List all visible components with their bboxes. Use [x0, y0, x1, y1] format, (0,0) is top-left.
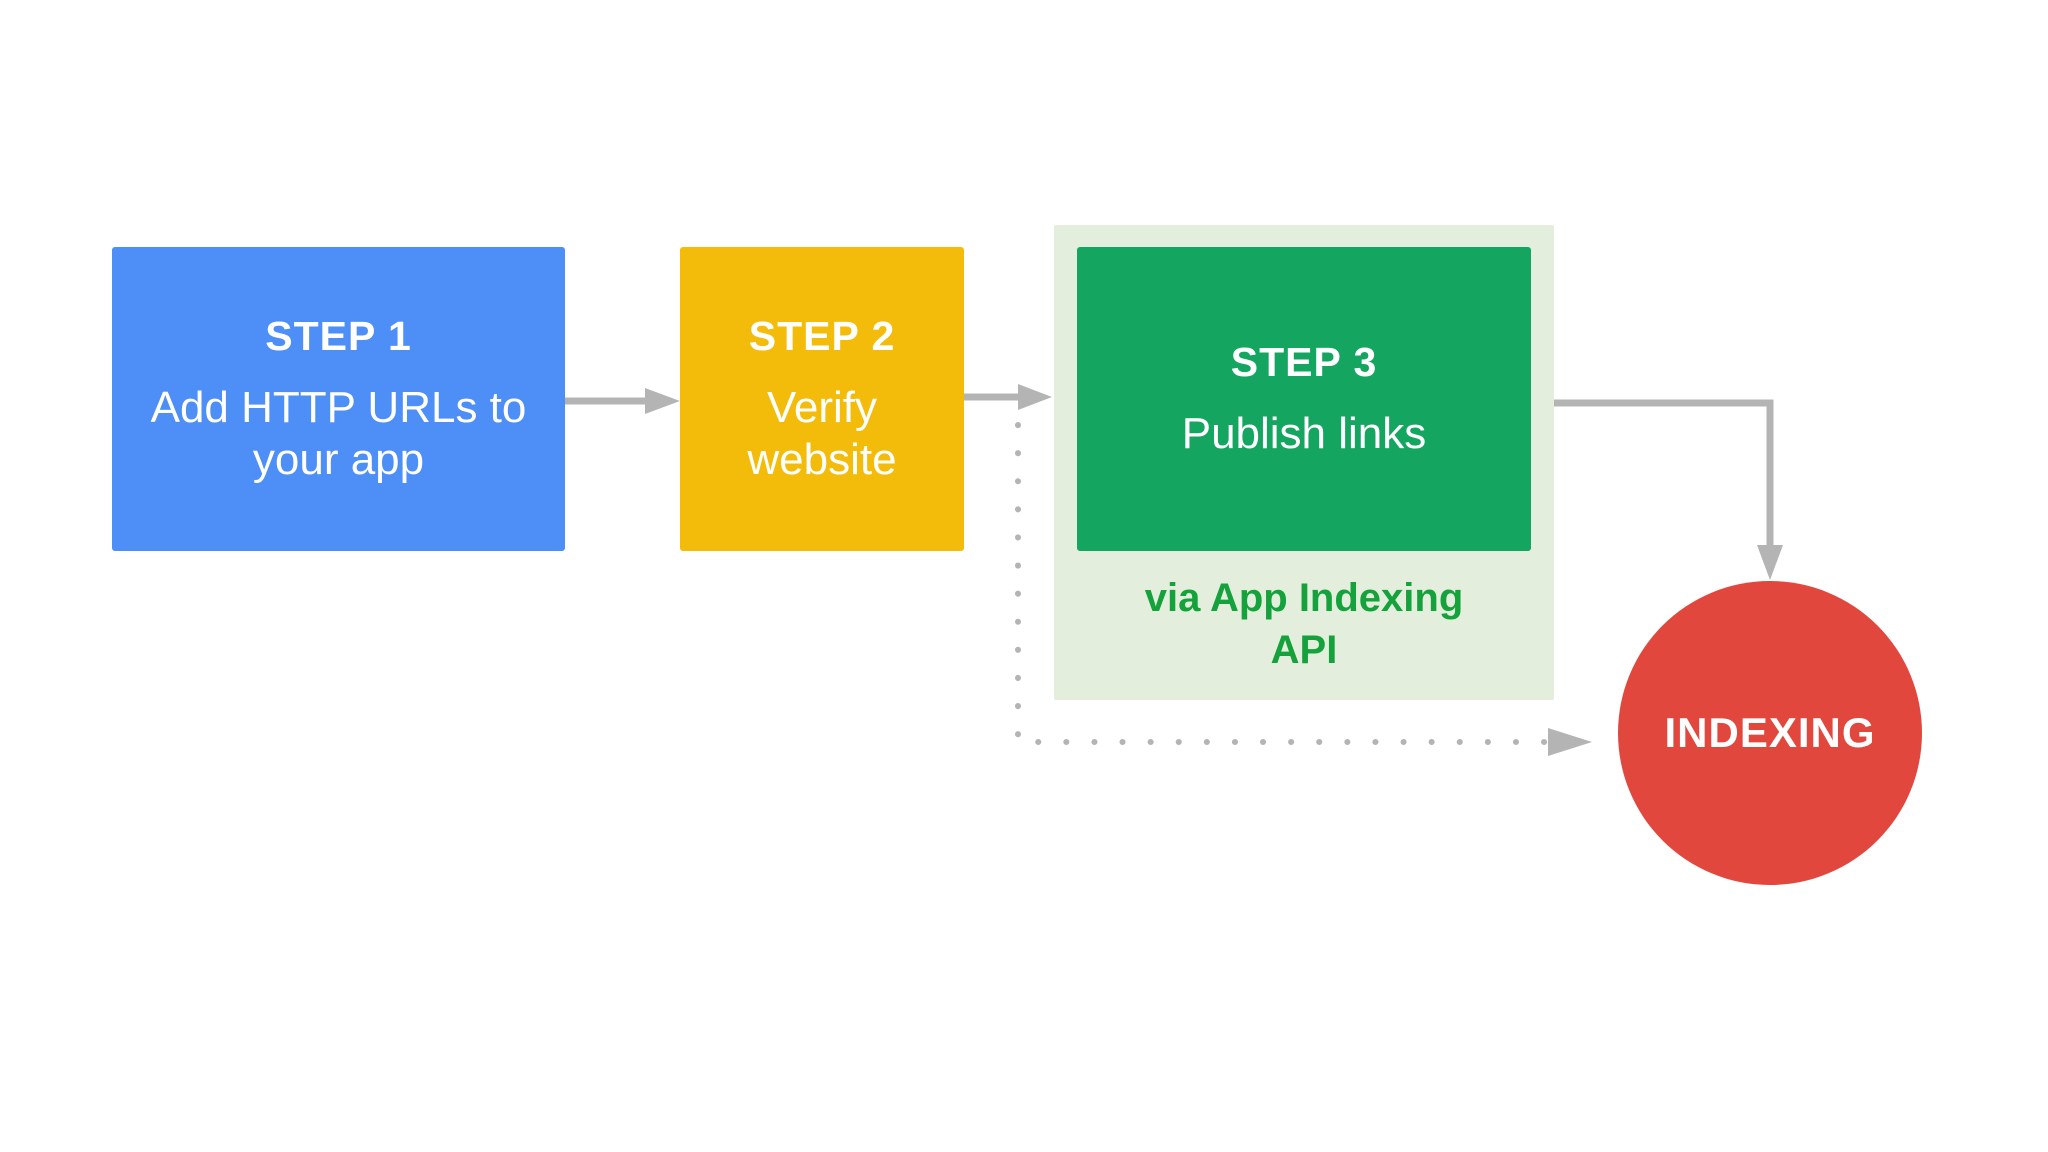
- step1-description-line: Add HTTP URLs to: [150, 382, 527, 432]
- arrowhead-step2: [645, 388, 680, 414]
- step1-description-line: your app: [252, 434, 425, 484]
- step2-box: STEP 2 Verify website: [680, 247, 964, 551]
- step2-description-line: website: [747, 434, 897, 484]
- step2-description-line: Verify: [766, 382, 878, 432]
- step1-title: STEP 1: [265, 312, 412, 359]
- step2-description: Verify website: [747, 382, 896, 486]
- indexing-label: INDEXING: [1664, 709, 1876, 756]
- step2-title: STEP 2: [748, 312, 896, 359]
- step3-note: via App Indexing API: [1054, 572, 1554, 676]
- step1-box: STEP 1 Add HTTP URLs to your app: [112, 247, 565, 551]
- step3-box: STEP 3 Publish links: [1077, 247, 1531, 551]
- arrowhead-indexing-top: [1757, 545, 1783, 580]
- step3-note-line: API: [1270, 628, 1338, 672]
- step3-description-line: Publish links: [1181, 408, 1427, 458]
- arrowhead-indexing-left: [1548, 728, 1592, 756]
- step3-note-line: via App Indexing: [1144, 576, 1464, 620]
- arrow-step3-to-indexing: [1531, 399, 1774, 548]
- step3-title: STEP 3: [1230, 338, 1378, 385]
- step3-description: Publish links: [1182, 408, 1427, 460]
- step1-description: Add HTTP URLs to your app: [151, 382, 527, 486]
- indexing-circle: INDEXING: [1618, 581, 1922, 885]
- arrowhead-step3: [1018, 384, 1052, 410]
